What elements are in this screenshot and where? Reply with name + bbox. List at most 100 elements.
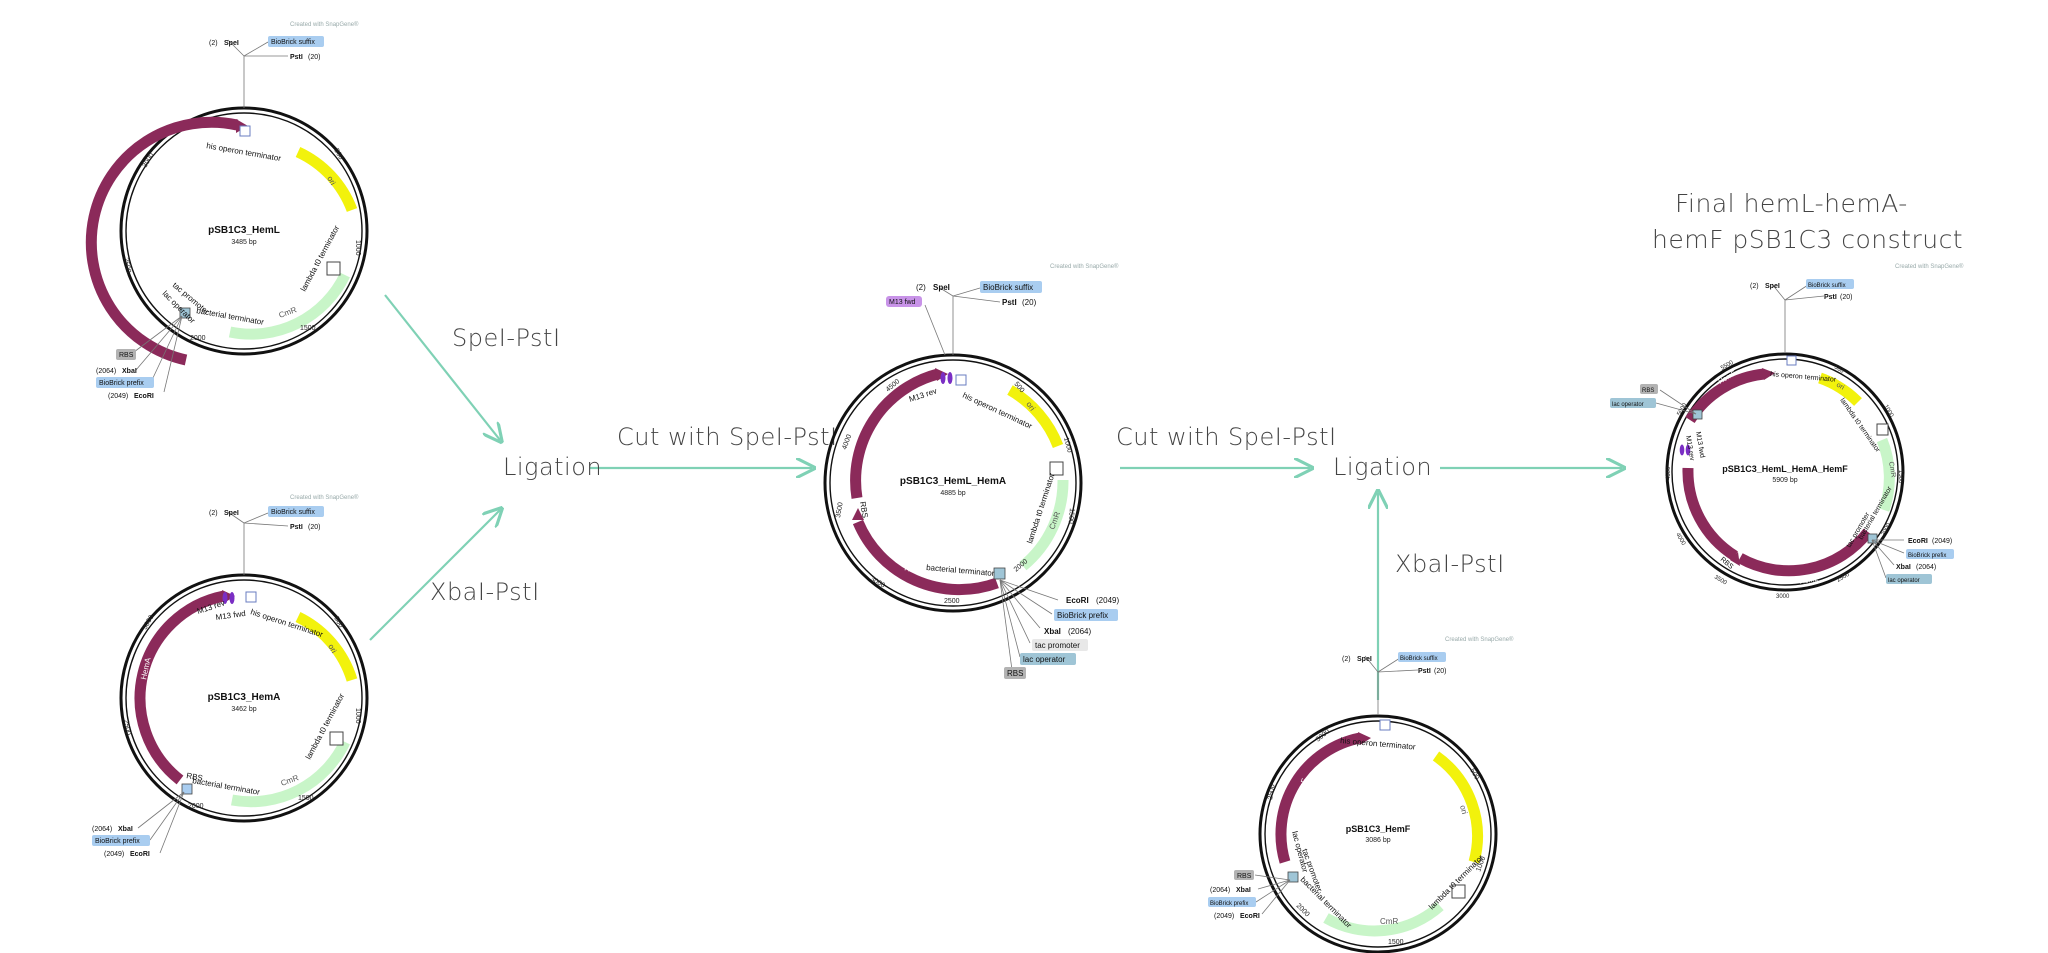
label-lambda-terminator: lambda t0 terminator [1838, 397, 1881, 454]
site-rbs: RBS [1237, 873, 1252, 880]
site-spei-pos: (2) [1342, 656, 1351, 663]
tick-label: 4500 [1666, 466, 1672, 480]
feature-ori-arrow [1432, 751, 1483, 864]
final-title-line2: hemF pSB1C3 construct [1652, 225, 1963, 254]
site-xbai: XbaI [122, 368, 137, 375]
site-biobrick-suffix: BioBrick suffix [271, 509, 315, 516]
site-xbai-pos: (2064) [1210, 887, 1230, 894]
label-his-operon-terminator: his operon terminator [1340, 736, 1416, 752]
tick-label: 2500 [1836, 572, 1851, 584]
site-ecori: EcoRI [134, 393, 154, 400]
final-title-line1: Final hemL-hemA- [1675, 189, 1908, 218]
site-xbai-pos: (2064) [92, 826, 112, 833]
site-psti-pos: (20) [1022, 298, 1037, 307]
feature-hemL-arrow [1737, 528, 1873, 577]
site-xbai: XbaI [1236, 887, 1251, 894]
site-ecori: EcoRI [1908, 538, 1928, 545]
site-ecori-pos: (2049) [104, 851, 124, 858]
feature-label-hemL: HemL [1799, 576, 1819, 586]
site-ecori: EcoRI [1240, 913, 1260, 920]
snapgene-credit: Created with SnapGene® [1445, 636, 1514, 643]
site-psti-pos: (20) [308, 524, 320, 531]
tick-label: 1000 [1062, 437, 1073, 454]
tick-label: 1500 [298, 795, 314, 802]
label-cut-2: Cut with SpeI-PstI [1116, 423, 1337, 451]
label-spei-psti: SpeI-PstI [452, 324, 561, 352]
label-rbs: RBS [186, 771, 204, 783]
label-bacterial-terminator: bacterial terminator [926, 563, 995, 578]
label-his-operon-terminator: his operon terminator [1770, 371, 1837, 384]
tick-label: 500 [1833, 365, 1845, 376]
site-psti: PstI [1418, 668, 1431, 675]
site-ecori-pos: (2049) [1214, 913, 1234, 920]
site-rbs-top: RBS [1642, 388, 1654, 394]
plasmid-name: pSB1C3_HemL_HemA [900, 476, 1006, 487]
site-spei-pos: (2) [209, 40, 218, 47]
site-tac-promoter: tac promoter [1035, 641, 1080, 650]
feature-ori-arrow [1818, 372, 1862, 406]
tick-label: 2500 [944, 598, 960, 605]
feature-ori-arrow [295, 612, 358, 682]
snapgene-credit: Created with SnapGene® [1895, 263, 1964, 270]
tick-label: 2000 [188, 803, 204, 810]
tick-label: 3500 [835, 502, 845, 519]
arrow-hemL-to-ligation [384, 294, 500, 440]
tick-label: 4000 [841, 434, 853, 451]
feature-label-ori: ori [1458, 804, 1469, 815]
snapgene-credit: Created with SnapGene® [290, 494, 359, 501]
feature-hemF-arrow [1275, 732, 1362, 864]
feature-ori-arrow [295, 147, 358, 213]
label-bacterial-terminator: bacterial terminator [1858, 485, 1894, 541]
label-ligation-2: Ligation [1333, 453, 1432, 481]
site-psti-pos: (20) [1840, 294, 1852, 301]
plasmid-size: 3485 bp [231, 239, 256, 246]
site-biobrick-suffix: BioBrick suffix [1808, 283, 1846, 289]
feature-label-hemA: HemA [139, 656, 153, 680]
plasmid-size: 4885 bp [940, 490, 965, 497]
feature-hemA-arrow [850, 368, 940, 499]
feature-ori-arrow [1007, 385, 1064, 449]
site-ecori: EcoRI [1066, 596, 1089, 605]
label-xbai-psti-bottom: XbaI-PstI [1395, 550, 1505, 578]
feature-hemL-arrow [852, 519, 999, 596]
feature-hemA-arrow [134, 590, 226, 785]
site-ecori-pos: (2049) [1932, 538, 1952, 545]
site-psti: PstI [290, 54, 303, 61]
feature-label-cmr: CmR [1887, 461, 1897, 478]
site-biobrick-prefix: BioBrick prefix [1210, 901, 1248, 907]
tick-label: 1500 [1388, 939, 1404, 946]
feature-label-ori: ori [326, 643, 338, 655]
flow-arrows [369, 294, 1622, 700]
tick-label: 3500 [1713, 575, 1728, 587]
site-xbai: XbaI [118, 826, 133, 833]
label-his-operon-terminator: his operon terminator [206, 141, 282, 163]
site-ecori-pos: (2049) [1096, 596, 1119, 605]
label-rbs: RBS [858, 501, 870, 519]
site-spei: SpeI [1357, 656, 1372, 663]
site-psti: PstI [1824, 294, 1837, 301]
plasmid-size: 3462 bp [231, 706, 256, 713]
tick-label: 3000 [142, 152, 156, 169]
tick-label: 1000 [354, 240, 361, 256]
plasmid-name: pSB1C3_HemA [208, 692, 281, 703]
feature-label-ori: ori [1835, 382, 1846, 392]
tick-label: 500 [1468, 768, 1480, 782]
feature-hemL-arrow [85, 116, 239, 366]
site-xbai-pos: (2064) [96, 368, 116, 375]
site-spei: SpeI [1765, 283, 1780, 290]
label-m13-rev: M13 rev [1684, 435, 1695, 462]
site-spei: SpeI [933, 283, 950, 292]
feature-label-hemL: HemL [141, 189, 154, 212]
feature-label-cmr: CmR [278, 305, 298, 320]
site-spei: SpeI [224, 510, 239, 517]
label-xbai-psti-top: XbaI-PstI [430, 578, 540, 606]
plasmid-name: pSB1C3_HemL [208, 225, 280, 236]
site-rbs: RBS [119, 352, 134, 359]
site-psti-pos: (20) [1434, 668, 1446, 675]
site-xbai-pos: (2064) [1916, 564, 1936, 571]
site-lac-operator-top: lac operator [1612, 402, 1644, 408]
feature-cmr-arrow [228, 272, 350, 340]
plasmid-name: pSB1C3_HemL_HemA_HemF [1722, 464, 1848, 474]
feature-cmr-arrow [231, 739, 350, 808]
tick-label: 500 [332, 148, 344, 162]
